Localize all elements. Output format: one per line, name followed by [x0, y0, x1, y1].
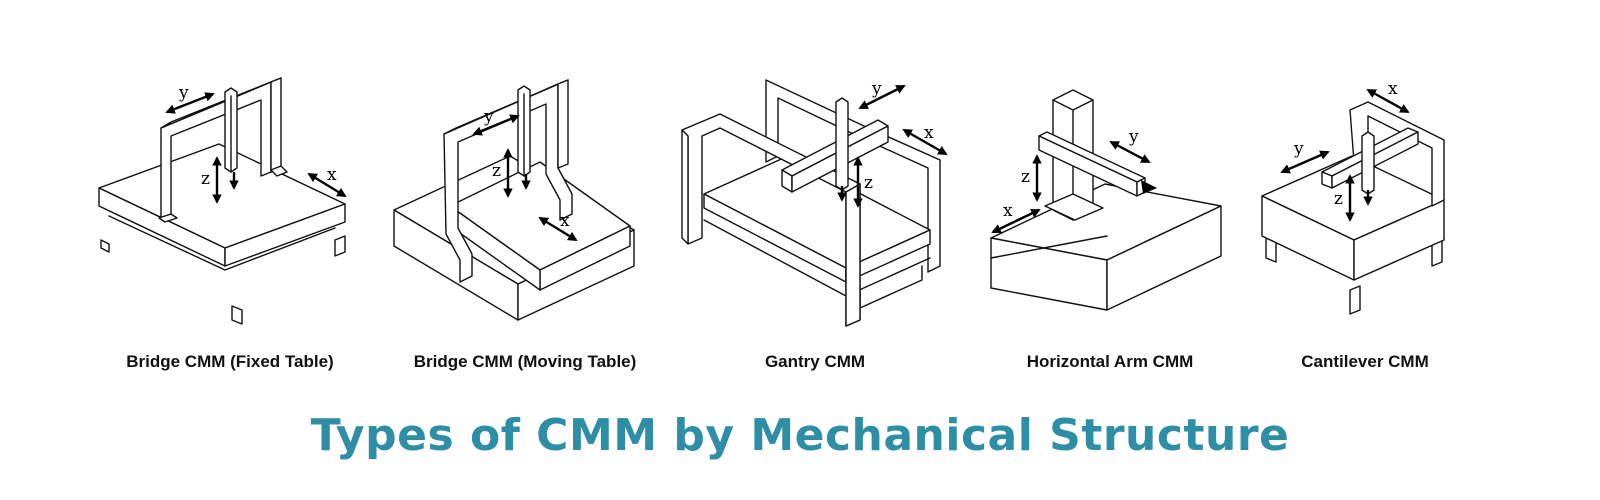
z-axis-label: z [1334, 189, 1343, 209]
bridge-moving-table-diagram: y z x [390, 70, 650, 330]
gantry-illustration: y x z [681, 79, 948, 327]
x-axis-label: x [1388, 79, 1398, 99]
caption-bridge-fixed-table: Bridge CMM (Fixed Table) [126, 352, 334, 371]
caption-gantry: Gantry CMM [764, 352, 866, 371]
x-axis-label: x [560, 211, 570, 231]
y-axis-label: y [1293, 139, 1304, 159]
x-axis-label: x [327, 165, 337, 185]
horizontal-arm-illustration: y z x [990, 89, 1222, 311]
y-axis-label: y [871, 79, 882, 99]
z-axis-label: z [1021, 167, 1030, 187]
y-axis-label: y [178, 83, 189, 103]
cantilever-illustration: x y z [1261, 79, 1445, 315]
x-axis-label: x [1003, 201, 1013, 221]
y-axis-label: y [483, 107, 494, 127]
z-axis-label: z [864, 173, 873, 193]
x-axis-label: x [924, 123, 934, 143]
cantilever-diagram: x y z [1258, 70, 1473, 330]
z-axis-label: z [201, 169, 210, 189]
bridge-moving-table-illustration: y z x [393, 79, 635, 321]
caption-cantilever: Cantilever CMM [1301, 352, 1429, 371]
bridge-fixed-table-diagram: y z x [95, 70, 365, 330]
page-title: Types of CMM by Mechanical Structure [310, 410, 1290, 461]
z-axis-label: z [492, 161, 501, 181]
caption-bridge-moving-table: Bridge CMM (Moving Table) [413, 352, 637, 371]
horizontal-arm-diagram: y z x [985, 70, 1230, 330]
bridge-fixed-table-illustration: y z x [98, 77, 347, 325]
y-axis-label: y [1128, 127, 1139, 147]
caption-horizontal-arm: Horizontal Arm CMM [1026, 352, 1194, 371]
gantry-diagram: y x z [678, 70, 950, 330]
